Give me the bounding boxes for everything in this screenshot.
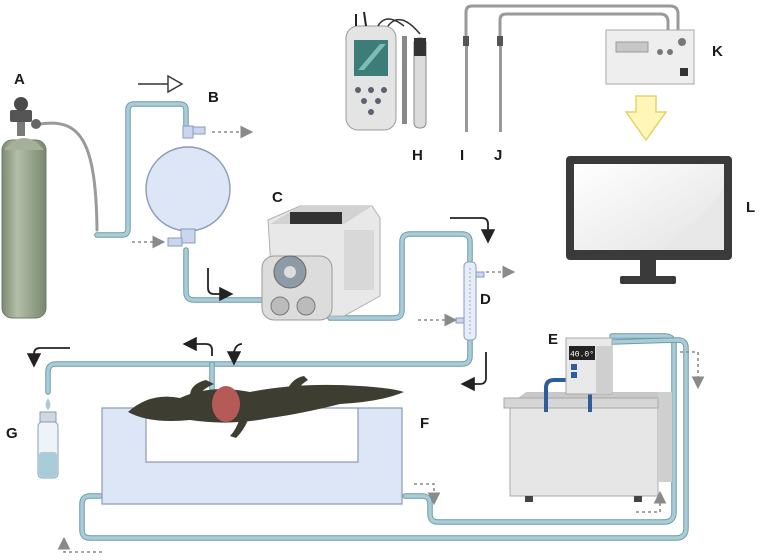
sensor-cables <box>464 4 680 38</box>
label-i: I <box>460 147 464 164</box>
tubing-perfusion-line <box>45 337 473 395</box>
heated-water-bath: 40.0° <box>503 337 672 502</box>
heat-exchanger-column <box>455 261 485 341</box>
specimen <box>128 376 404 438</box>
label-d: D <box>480 291 491 308</box>
tubing-reservoir-to-pump <box>183 247 265 303</box>
label-l: L <box>746 199 755 216</box>
gas-flow-dashed-arrows <box>57 125 705 553</box>
label-b: B <box>208 89 219 106</box>
tubing-pump-to-heat-exchanger <box>327 231 473 321</box>
electrode-j <box>497 36 503 132</box>
label-h: H <box>412 147 423 164</box>
label-j: J <box>494 147 502 164</box>
label-e: E <box>548 331 558 348</box>
flow-arrows <box>26 74 496 392</box>
label-a: A <box>14 71 25 88</box>
bath-temperature-display: 40.0° <box>570 351 594 360</box>
label-k: K <box>712 43 723 60</box>
gas-cylinder <box>1 97 47 319</box>
label-g: G <box>6 425 18 442</box>
gas-hose <box>38 121 99 232</box>
peristaltic-pump <box>261 205 381 321</box>
gas-equilibration-reservoir <box>145 125 231 247</box>
electrode-i <box>463 36 469 132</box>
controller-unit <box>605 29 695 85</box>
handheld-meter <box>345 11 427 131</box>
data-transfer-arrow <box>624 95 668 142</box>
collection-vial <box>37 398 59 479</box>
perfusion-chamber <box>101 407 403 505</box>
label-c: C <box>272 189 283 206</box>
label-f: F <box>420 415 429 432</box>
tubing-gas-to-reservoir <box>94 101 189 238</box>
computer-monitor <box>566 156 732 284</box>
